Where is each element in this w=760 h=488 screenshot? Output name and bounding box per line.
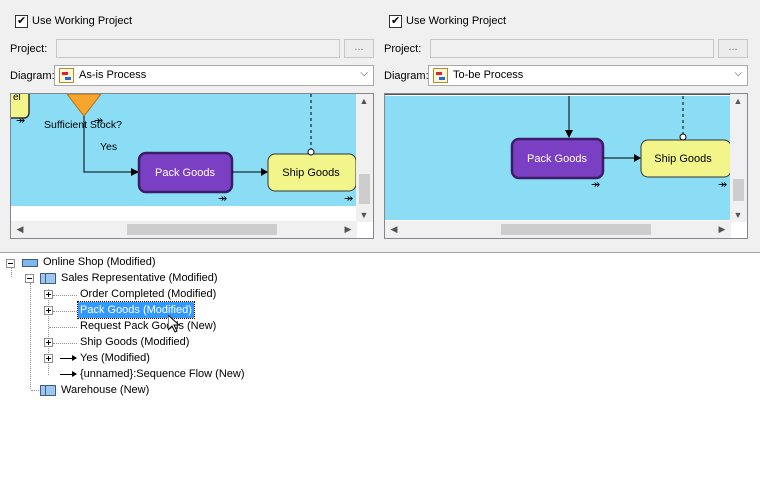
expand-icon[interactable] bbox=[44, 354, 53, 363]
diagram-label-right: Diagram: bbox=[384, 70, 429, 82]
marker-icon: ↠ bbox=[218, 193, 227, 205]
tree-node-online-shop[interactable]: Online Shop (Modified) bbox=[43, 256, 156, 268]
scroll-down-icon[interactable]: ▼ bbox=[359, 210, 369, 220]
scroll-right-icon[interactable]: ▶ bbox=[718, 224, 726, 234]
tree-node-order-completed[interactable]: Order Completed (Modified) bbox=[80, 288, 217, 300]
scroll-thumb[interactable] bbox=[501, 224, 651, 235]
ship-goods-task[interactable] bbox=[640, 139, 731, 178]
marker-icon: ↠ bbox=[718, 179, 727, 191]
diagram-icon bbox=[433, 68, 448, 83]
partial-task-shape[interactable] bbox=[11, 94, 30, 119]
scroll-thumb[interactable] bbox=[733, 179, 744, 201]
tree-node-pack-goods[interactable]: Pack Goods (Modified) bbox=[77, 301, 195, 319]
expand-icon[interactable] bbox=[44, 338, 53, 347]
project-label-right: Project: bbox=[384, 43, 422, 55]
tree-guide bbox=[53, 311, 77, 312]
diagram-compare-panel: Use Working Project Project: ... Diagram… bbox=[0, 0, 760, 248]
tree-node-ship-goods[interactable]: Ship Goods (Modified) bbox=[80, 336, 190, 348]
ship-goods-label: Ship Goods bbox=[654, 153, 712, 165]
lane-icon bbox=[40, 385, 56, 396]
collapse-icon[interactable] bbox=[6, 259, 15, 268]
model-changes-tree[interactable]: Online Shop (Modified) Sales Representat… bbox=[0, 252, 760, 488]
lane-icon bbox=[40, 273, 56, 284]
project-field-left[interactable] bbox=[56, 39, 340, 58]
horizontal-scrollbar-right[interactable]: ◀ ▶ bbox=[385, 221, 731, 238]
gateway-shape[interactable] bbox=[66, 94, 102, 117]
vertical-scrollbar-right[interactable]: ▲ ▼ bbox=[730, 94, 747, 222]
marker-icon: ↠ bbox=[591, 179, 600, 191]
scroll-left-icon[interactable]: ◀ bbox=[390, 224, 398, 234]
diagram-drawing-left: el ↠ ↠ Sufficient Stock? Yes Pack Goods … bbox=[11, 94, 357, 222]
diagram-select-left[interactable]: As-is Process ⌵ bbox=[54, 65, 374, 86]
tree-node-unnamed-sequence-flow[interactable]: {unnamed}:Sequence Flow (New) bbox=[80, 368, 245, 380]
tree-node-sales-representative[interactable]: Sales Representative (Modified) bbox=[61, 272, 218, 284]
chevron-down-icon: ⌵ bbox=[360, 68, 368, 79]
yes-label: Yes bbox=[100, 141, 117, 153]
chevron-down-icon: ⌵ bbox=[734, 68, 742, 79]
vertical-scrollbar-left[interactable]: ▲ ▼ bbox=[356, 94, 373, 222]
partial-task-label: el bbox=[13, 94, 21, 103]
use-working-project-checkbox-left[interactable] bbox=[15, 14, 28, 28]
use-working-project-label-left: Use Working Project bbox=[32, 15, 133, 27]
scroll-thumb[interactable] bbox=[127, 224, 277, 235]
scroll-down-icon[interactable]: ▼ bbox=[733, 210, 743, 220]
scroll-thumb[interactable] bbox=[359, 174, 370, 204]
horizontal-scrollbar-left[interactable]: ◀ ▶ bbox=[11, 221, 357, 238]
tree-node-request-pack-goods[interactable]: Request Pack Goods (New) bbox=[80, 320, 217, 332]
scroll-up-icon[interactable]: ▲ bbox=[733, 96, 743, 106]
sequence-flow-icon bbox=[60, 355, 77, 361]
diagram-icon bbox=[59, 68, 74, 83]
expand-icon[interactable] bbox=[44, 306, 53, 315]
browse-project-button-left[interactable]: ... bbox=[344, 39, 374, 58]
tree-guide bbox=[53, 295, 77, 296]
tree-guide bbox=[31, 390, 39, 391]
marker-icon: ↠ bbox=[94, 115, 103, 127]
project-label-left: Project: bbox=[10, 43, 48, 55]
sequence-flow-icon bbox=[60, 371, 77, 377]
diagram-canvas-right[interactable]: Pack Goods ↠ Ship Goods ↠ ▲ ▼ ◀ ▶ bbox=[384, 93, 748, 239]
tree-guide bbox=[53, 343, 77, 344]
use-working-project-label-right: Use Working Project bbox=[406, 15, 507, 27]
diagram-select-right[interactable]: To-be Process ⌵ bbox=[428, 65, 748, 86]
diagram-label-left: Diagram: bbox=[10, 70, 55, 82]
mouse-cursor-icon bbox=[168, 315, 180, 333]
scroll-up-icon[interactable]: ▲ bbox=[359, 96, 369, 106]
marker-icon: ↠ bbox=[16, 115, 25, 127]
pack-goods-label: Pack Goods bbox=[527, 153, 587, 165]
use-working-project-checkbox-right[interactable] bbox=[389, 14, 402, 28]
tree-guide bbox=[11, 267, 12, 277]
marker-icon: ↠ bbox=[344, 193, 353, 205]
tree-guide bbox=[49, 327, 77, 328]
scroll-right-icon[interactable]: ▶ bbox=[344, 224, 352, 234]
project-field-right[interactable] bbox=[430, 39, 714, 58]
scroll-left-icon[interactable]: ◀ bbox=[16, 224, 24, 234]
diagram-canvas-left[interactable]: el ↠ ↠ Sufficient Stock? Yes Pack Goods … bbox=[10, 93, 374, 239]
tree-node-warehouse[interactable]: Warehouse (New) bbox=[61, 384, 150, 396]
tree-guide bbox=[48, 289, 49, 375]
tree-node-yes[interactable]: Yes (Modified) bbox=[80, 352, 150, 364]
diagram-select-value-right: To-be Process bbox=[453, 69, 524, 81]
diagram-select-value-left: As-is Process bbox=[79, 69, 147, 81]
pack-goods-label: Pack Goods bbox=[155, 167, 215, 179]
gateway-label: Sufficient Stock? bbox=[44, 119, 122, 131]
browse-project-button-right[interactable]: ... bbox=[718, 39, 748, 58]
ship-goods-label: Ship Goods bbox=[282, 167, 340, 179]
expand-icon[interactable] bbox=[44, 290, 53, 299]
diagram-drawing-right: Pack Goods ↠ Ship Goods ↠ bbox=[385, 94, 731, 220]
tree-guide bbox=[30, 283, 31, 389]
collapse-icon[interactable] bbox=[25, 274, 34, 283]
pool-icon bbox=[22, 259, 38, 267]
